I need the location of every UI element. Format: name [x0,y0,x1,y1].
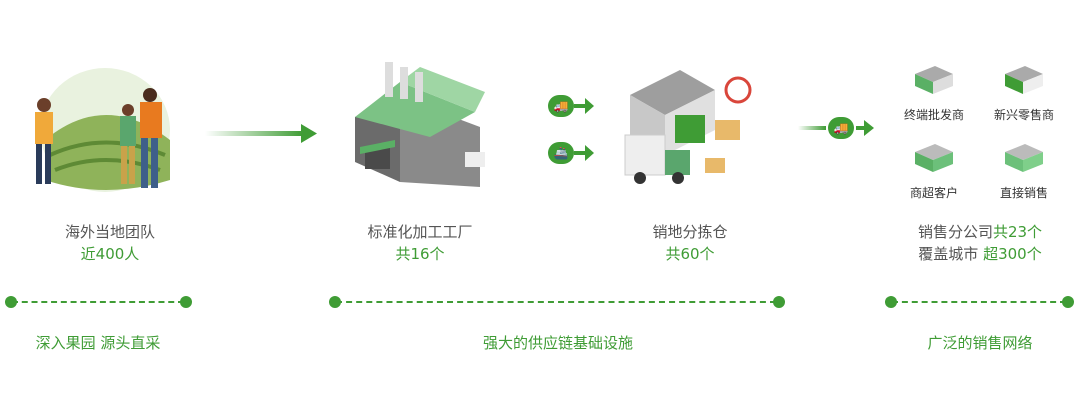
direct-sales-store-icon [1005,144,1043,172]
stage-warehouse: 销地分拣仓共60个 [620,221,760,265]
channel-label: 终端批发商 [903,108,964,122]
timeline-segment [892,301,1066,303]
timeline-dot [180,296,192,308]
timeline-dot [5,296,17,308]
timeline-dot [773,296,785,308]
timeline-segment [12,301,184,303]
factory-illustration [355,62,485,187]
timeline-label: 广泛的销售网络 [927,334,1033,352]
stage-value: 共60个 [665,245,715,263]
orchard-team-illustration [35,68,170,192]
arrow-right-icon [798,120,874,136]
supermarket-icon [915,144,953,172]
retail-store-icon [1005,66,1043,94]
stage-value: 近400人 [80,245,140,263]
stage-title: 覆盖城市 [918,245,984,263]
channel-label: 直接销售 [999,186,1048,200]
stage-value: 超300个 [983,245,1042,263]
stage-value: 共16个 [395,245,445,263]
timeline-label: 深入果园 源头直采 [35,334,161,352]
ship-icon: 🚢 [548,142,574,164]
stage-sales-network: 销售分公司共23个 覆盖城市 超300个 [900,221,1060,265]
arrow-right-icon [574,145,594,161]
stage-title: 销地分拣仓 [652,223,728,241]
channel-label: 商超客户 [909,186,958,200]
wholesaler-store-icon [915,66,953,94]
stage-title: 标准化加工工厂 [367,223,473,241]
stage-value: 共23个 [992,223,1043,241]
stage-orchard-team: 海外当地团队近400人 [40,221,180,265]
timeline-dot [885,296,897,308]
channel-label: 新兴零售商 [993,108,1054,122]
stage-title: 海外当地团队 [64,223,155,241]
timeline-dot [329,296,341,308]
timeline-label: 强大的供应链基础设施 [482,334,633,352]
stage-title: 销售分公司 [917,223,993,241]
truck-icon: 🚚 [548,95,574,117]
timeline-segment [336,301,776,303]
warehouse-illustration [624,70,752,184]
truck-icon: 🚚 [828,117,854,139]
flow-arrow-icon [205,124,317,143]
timeline-dot [1062,296,1074,308]
stage-factory: 标准化加工工厂共16个 [350,221,490,265]
arrow-right-icon [574,98,594,114]
